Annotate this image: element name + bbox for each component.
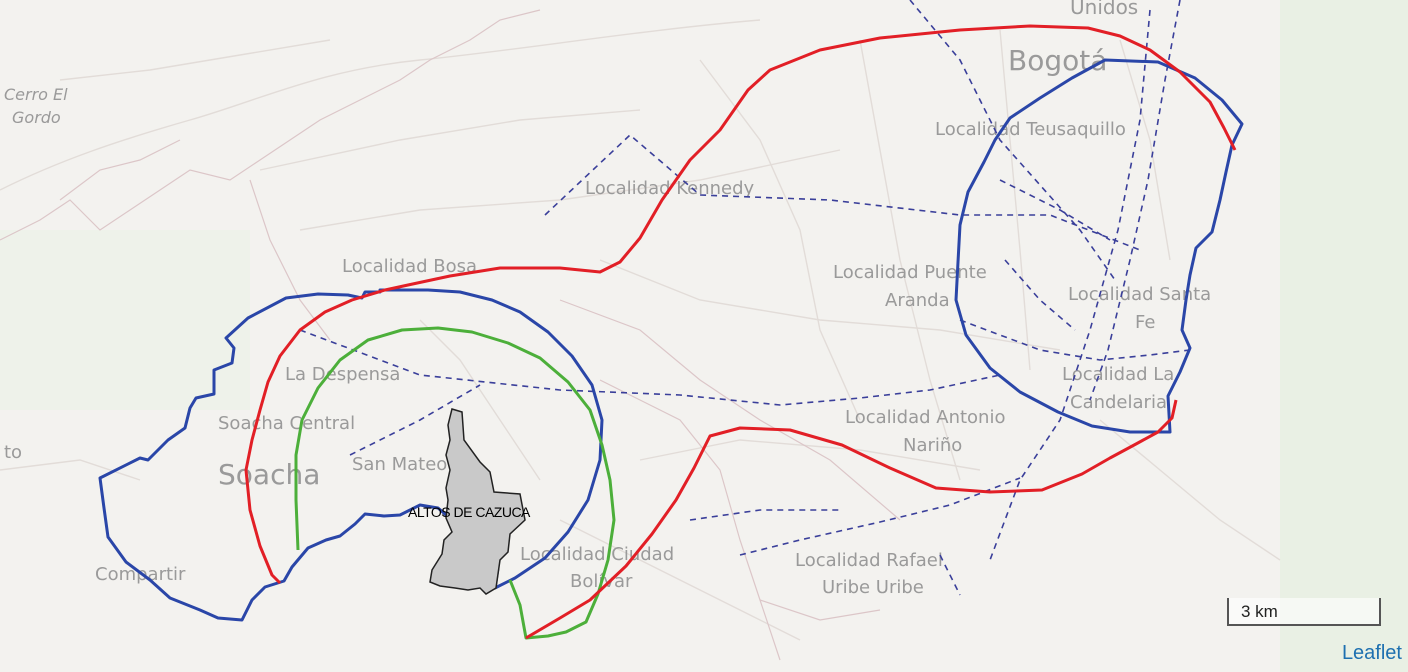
leaflet-attribution-link[interactable]: Leaflet	[1341, 642, 1402, 664]
route-green	[294, 326, 616, 640]
rural-area	[0, 230, 250, 410]
place-label-aranda: Aranda	[885, 290, 950, 311]
place-label-bosa: Localidad Bosa	[342, 256, 477, 277]
place-labels: Unidos Bogotá Cerro El Gordo Localidad T…	[4, 0, 1211, 598]
place-label-puente: Localidad Puente	[833, 262, 987, 283]
place-label-uribe: Uribe Uribe	[822, 577, 924, 598]
place-label-candelaria-1: Localidad La	[1062, 364, 1174, 385]
place-label-san-mateo: San Mateo	[352, 454, 447, 475]
route-blue-west	[98, 288, 604, 622]
place-label-candelaria-2: Candelaria	[1070, 392, 1167, 413]
scale-bar: 3 km	[1227, 598, 1381, 626]
altos-de-cazuca-area[interactable]	[429, 408, 526, 595]
place-label-unidos: Unidos	[1070, 0, 1138, 19]
place-label-rafael: Localidad Rafael	[795, 550, 943, 571]
place-label-gordo: Gordo	[12, 108, 61, 127]
place-label-cerro-el: Cerro El	[4, 85, 68, 104]
street-network	[0, 19, 1281, 641]
dashed-routes	[299, 0, 1191, 596]
place-label-la-despensa: La Despensa	[285, 364, 400, 385]
scale-label: 3 km	[1241, 602, 1278, 621]
place-label-fe: Fe	[1135, 312, 1155, 333]
route-blue-east	[954, 58, 1244, 434]
place-label-soacha-central: Soacha Central	[218, 413, 355, 434]
place-label-ciudad: Localidad Ciudad	[520, 544, 674, 565]
place-label-narino: Nariño	[903, 435, 962, 456]
place-label-soacha: Soacha	[218, 458, 320, 491]
place-label-to: to	[4, 442, 22, 463]
altos-de-cazuca-label: ALTOS DE CAZUCA	[408, 504, 531, 520]
route-red	[244, 24, 1237, 640]
green-hills-area	[1280, 0, 1408, 672]
place-label-antonio: Localidad Antonio	[845, 407, 1005, 428]
place-label-bogota: Bogotá	[1008, 44, 1107, 77]
place-label-teusaquillo: Localidad Teusaquillo	[935, 119, 1126, 140]
place-label-santa: Localidad Santa	[1068, 284, 1211, 305]
